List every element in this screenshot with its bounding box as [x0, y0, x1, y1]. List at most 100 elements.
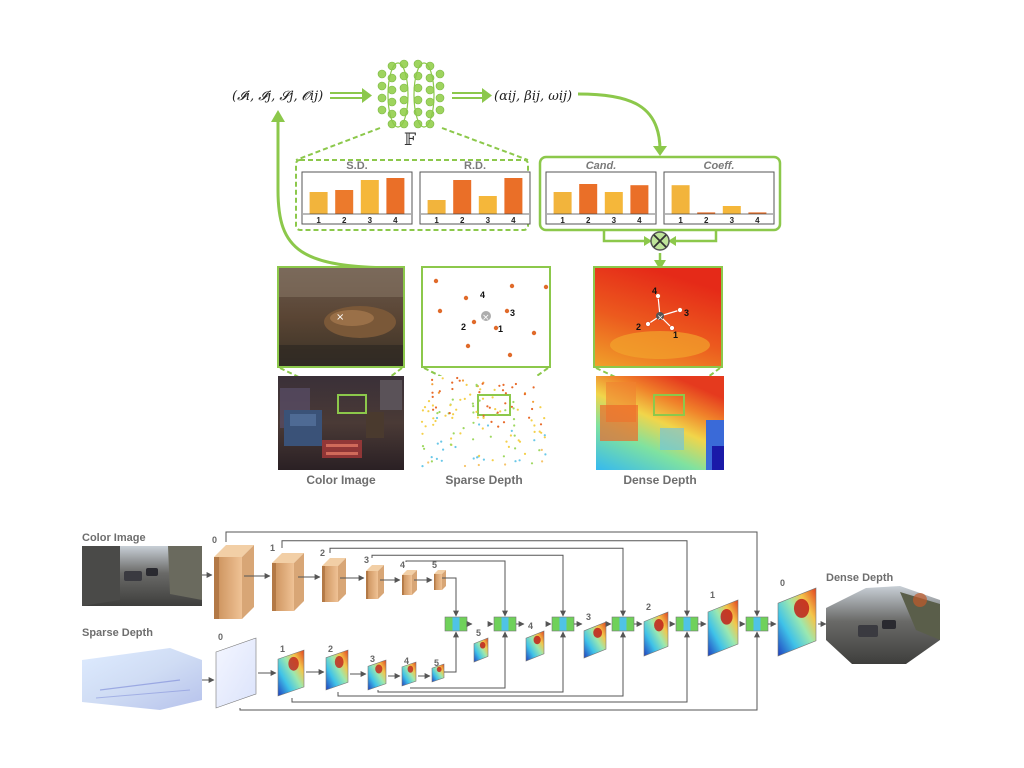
sparse-feature-block-3 — [367, 659, 387, 691]
dense-point-3: 3 — [684, 308, 689, 318]
sparse-dot — [541, 460, 544, 463]
sparse-dot — [482, 414, 485, 417]
sparse-level-label: 5 — [434, 658, 439, 668]
sparse-dot — [444, 414, 447, 417]
sparse-level-label: 4 — [404, 656, 409, 666]
sparse-dot — [495, 413, 498, 416]
sparse-zoom-image: × 4 3 2 1 — [421, 266, 551, 368]
cand-title: Cand. — [586, 160, 617, 172]
sparse-dot — [452, 413, 455, 416]
sparse-dot — [539, 423, 543, 426]
sparse-dot — [427, 461, 430, 464]
decoder-stage-4: 4 — [493, 616, 552, 662]
sparse-dot — [434, 406, 438, 409]
sparse-dot — [538, 449, 541, 452]
sparse-dot — [478, 423, 481, 426]
sparse-dot — [465, 383, 468, 386]
encoder-level-label: 5 — [432, 560, 437, 570]
top-section: (𝓘i, 𝓘j, 𝓢j, 𝓞ij) 𝔽 — [232, 59, 782, 487]
sparse-dot — [438, 410, 441, 414]
cand-tick-2: 2 — [586, 216, 591, 225]
sparse-dot — [509, 434, 512, 437]
sparse-dot — [449, 404, 452, 407]
dense-zoom-image: × 4 3 2 1 — [593, 266, 723, 368]
sparse-dot — [504, 392, 507, 395]
decoder-feature-map — [643, 611, 669, 657]
sparse-dot — [431, 383, 434, 386]
svg-text:×: × — [336, 312, 344, 323]
sparse-dot — [504, 402, 507, 405]
sparse-feature-block-0 — [215, 637, 257, 709]
bottom-color-label: Color Image — [82, 532, 146, 544]
sparse-dot — [477, 463, 480, 467]
sparse-dot — [523, 393, 527, 396]
sparse-dot — [430, 456, 433, 459]
sparse-feature-block-1 — [277, 649, 305, 697]
sparse-dot — [421, 465, 424, 468]
sparse-level-label: 2 — [328, 644, 333, 654]
sparse-dot — [479, 388, 482, 391]
sparse-dot — [486, 424, 490, 427]
cand-bar-4 — [630, 185, 649, 214]
encoder-level-label: 1 — [270, 543, 275, 553]
sparse-dot — [463, 464, 467, 468]
sparse-dot — [478, 391, 481, 394]
dense-point-1: 1 — [673, 330, 678, 340]
sparse-dot — [502, 455, 505, 458]
encoder-level-label: 3 — [364, 555, 369, 565]
decoder-stage-2: 2 — [611, 602, 676, 657]
sparse-dot — [451, 416, 454, 419]
sparse-dot — [478, 454, 481, 457]
sparse-dot — [530, 462, 534, 465]
sparse-dot — [435, 457, 438, 460]
coeff-tick-4: 4 — [755, 216, 760, 225]
sparse-dot — [469, 393, 472, 396]
sparse-point-1: 1 — [498, 324, 503, 334]
sparse-dot — [435, 416, 439, 420]
sparse-dot — [514, 382, 518, 386]
sparse-dot — [543, 417, 546, 420]
sparse-dot — [452, 432, 455, 435]
sparse-dot — [472, 438, 475, 441]
decoder-stage-1: 1 — [675, 590, 746, 657]
cand-tick-3: 3 — [612, 216, 617, 225]
sparse-dot — [539, 406, 542, 409]
sparse-dot — [432, 417, 435, 420]
skip-connections — [202, 531, 760, 711]
sparse-dot — [517, 439, 520, 442]
sd-tick-2: 2 — [342, 216, 347, 225]
dense-zoom-lines — [595, 367, 721, 396]
sparse-dot — [481, 382, 484, 385]
sparse-dot — [449, 443, 452, 446]
decoder-stage-5: 5 — [444, 616, 494, 663]
concat-bar — [493, 616, 517, 632]
sparse-point-3: 3 — [510, 308, 515, 318]
sparse-point-4: 4 — [480, 290, 485, 300]
sparse-dot — [505, 440, 508, 443]
decoder-stage-0: 0 — [745, 578, 817, 657]
sd-tick-1: 1 — [316, 216, 321, 225]
sparse-dot — [437, 391, 440, 394]
sparse-level-label: 3 — [370, 654, 375, 664]
coeff-bar-3 — [722, 206, 741, 214]
rd-bar-3 — [478, 196, 497, 214]
sd-bar-4 — [386, 178, 405, 214]
sparse-dot — [431, 395, 434, 398]
double-arrow-in — [330, 88, 372, 103]
sparse-dot — [523, 452, 527, 455]
sparse-dot — [490, 420, 493, 423]
sparse-dot — [514, 460, 517, 463]
double-arrow-out — [452, 88, 492, 103]
rd-tick-3: 3 — [486, 216, 491, 225]
cand-tick-4: 4 — [637, 216, 642, 225]
sparse-dot — [544, 453, 547, 456]
network-zoom-lines — [295, 127, 529, 161]
color-feature-block-4 — [402, 570, 417, 595]
coeff-title: Coeff. — [704, 160, 735, 172]
sparse-dot — [459, 432, 462, 435]
cand-bar-1 — [553, 192, 572, 214]
sparse-dot — [472, 405, 475, 408]
sd-bar-2 — [335, 190, 354, 214]
